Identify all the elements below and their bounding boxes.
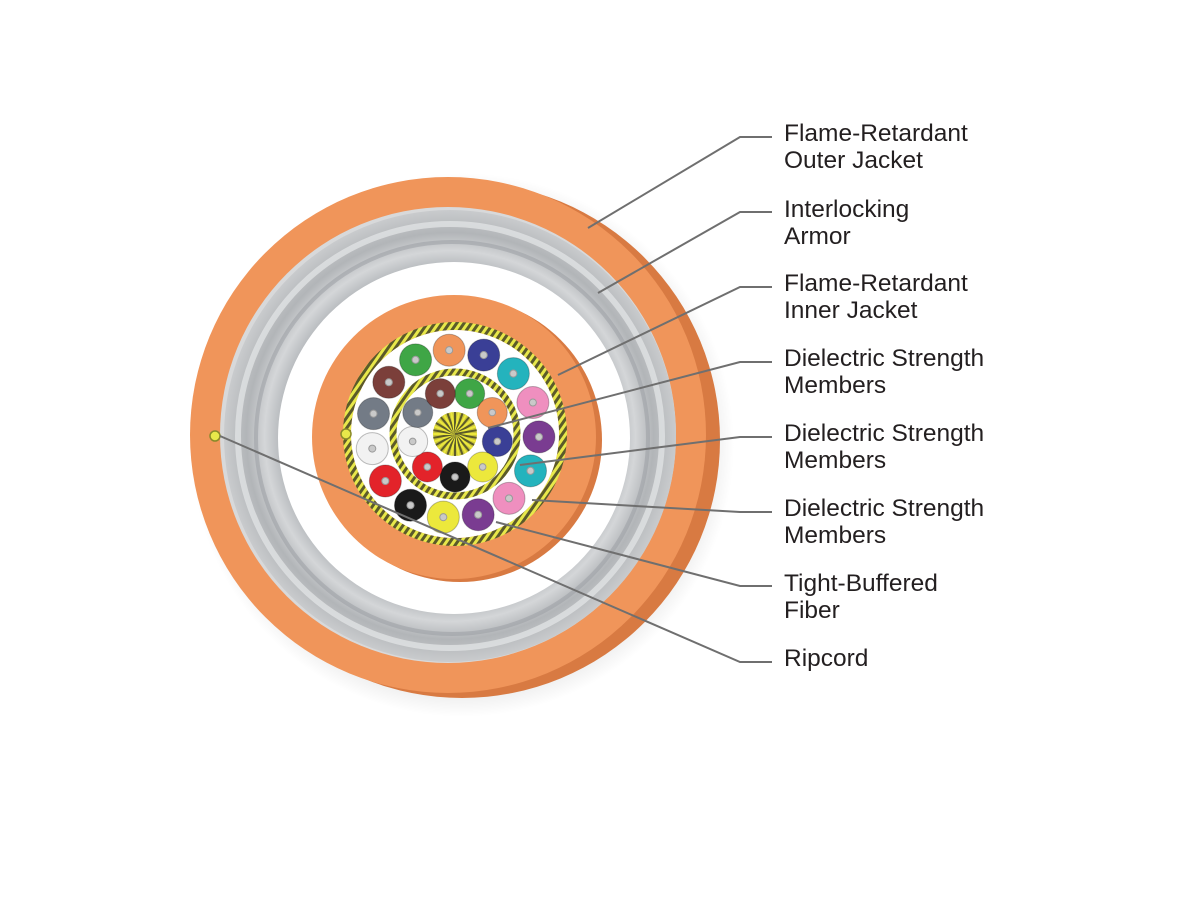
outer-fiber-violet xyxy=(461,498,495,532)
inner-fiber-blue xyxy=(481,425,513,457)
outer-fiber-rose xyxy=(516,386,550,420)
leader-interlocking-armor xyxy=(597,211,772,294)
outer-fiber-violet xyxy=(522,420,556,454)
outer-fiber-red xyxy=(368,464,402,498)
leader-inner-jacket xyxy=(557,286,772,376)
strength-member-ring-inner xyxy=(389,368,521,500)
inner-fiber-slate xyxy=(402,397,434,428)
label-inner-jacket: Flame-Retardant Inner Jacket xyxy=(784,270,968,324)
outer-fiber-black xyxy=(393,488,427,522)
inner-fiber-orange xyxy=(476,397,508,428)
inner-fiber-white xyxy=(397,425,429,457)
leader-outer-jacket xyxy=(587,136,772,229)
leader-lines xyxy=(219,136,772,663)
label-ripcord: Ripcord xyxy=(784,645,869,672)
label-outer-jacket: Flame-Retardant Outer Jacket xyxy=(784,120,968,174)
central-member-strand xyxy=(454,429,477,435)
leader-strength-members-3 xyxy=(531,499,772,513)
leader-strength-members-2 xyxy=(519,436,772,466)
inner-fiber-brown xyxy=(424,378,456,410)
outer-fiber-orange xyxy=(432,333,466,367)
label-tight-buffered-fiber: Tight-Buffered Fiber xyxy=(784,570,938,624)
outer-fiber-ring xyxy=(355,333,556,534)
ripcord-dot-outer xyxy=(209,430,221,442)
outer-fiber-yellow xyxy=(426,500,460,534)
central-strength-member xyxy=(433,412,477,456)
outer-fiber-brown xyxy=(372,365,406,399)
outer-fiber-slate xyxy=(356,397,390,431)
inner-fiber-black xyxy=(439,461,471,493)
outer-fiber-green xyxy=(399,343,433,377)
label-strength-members-3: Dielectric Strength Members xyxy=(784,495,985,549)
inner-fiber-yellow xyxy=(467,451,499,483)
outer-fiber-blue xyxy=(467,338,501,372)
leader-ripcord xyxy=(219,435,772,663)
outer-fiber-white xyxy=(355,432,389,466)
label-interlocking-armor: Interlocking Armor xyxy=(784,196,910,250)
outer-fiber-aqua xyxy=(496,357,530,391)
label-strength-members-1: Dielectric Strength Members xyxy=(784,345,985,399)
ripcord-dot-inner xyxy=(340,428,352,440)
leader-tight-buffered-fiber xyxy=(495,521,772,587)
outer-fiber-rose xyxy=(492,481,526,515)
label-strength-members-2: Dielectric Strength Members xyxy=(784,420,985,474)
leader-strength-members-1 xyxy=(487,361,772,429)
inner-fiber-red xyxy=(411,451,443,483)
outer-fiber-aqua xyxy=(513,454,547,488)
